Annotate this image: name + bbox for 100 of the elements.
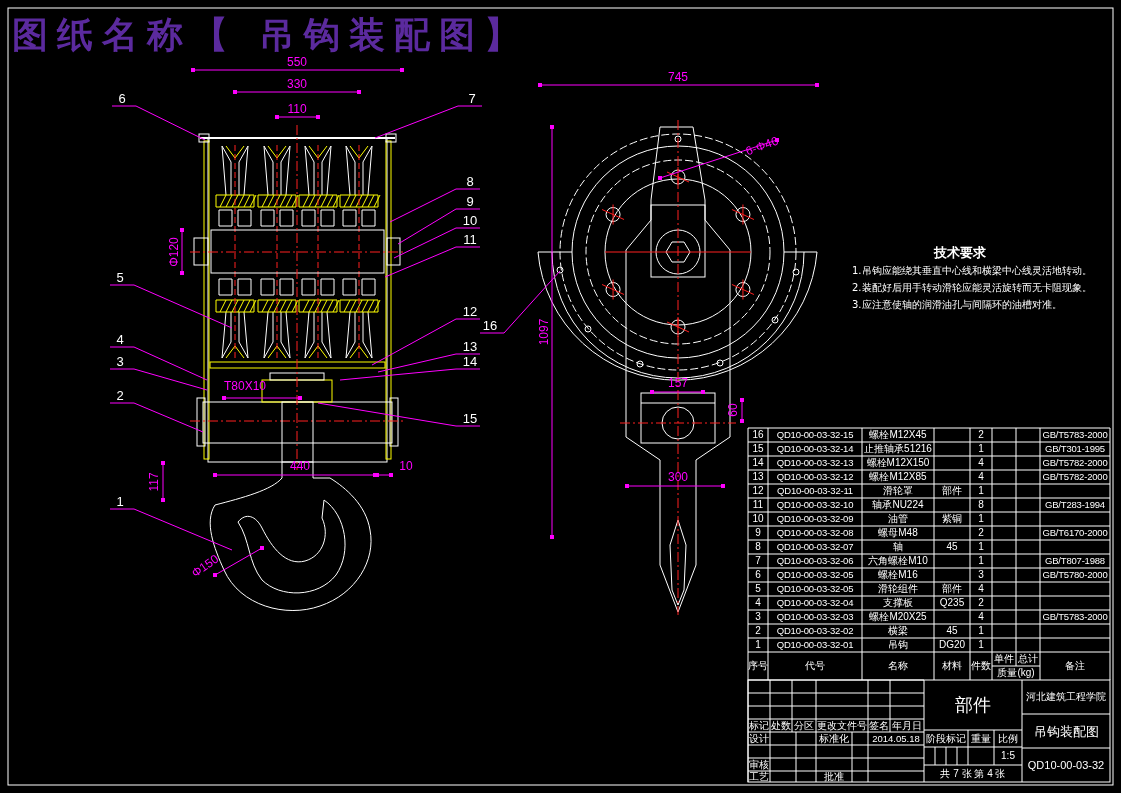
title-block-text: 更改文件号 — [816, 719, 868, 732]
table-cell-text: 螺栓M16 — [877, 568, 919, 582]
table-cell-text: QD10-00-03-32-09 — [775, 512, 855, 526]
table-cell-text: QD10-00-03-32-06 — [775, 554, 855, 568]
table-header: 件数 — [970, 659, 992, 673]
leader-line — [389, 188, 481, 223]
note-text: 1.吊钩应能绕其垂直中心线和横梁中心线灵活地转动。 — [852, 266, 1092, 276]
table-cell-text: 7 — [754, 554, 762, 568]
table-cell-text: 45 — [945, 624, 959, 638]
dimension-text: 10 — [399, 460, 413, 472]
leader-line — [111, 105, 206, 141]
table-cell-text: 14 — [751, 456, 765, 470]
table-cell-text: GB/T5782-2000 — [1041, 470, 1109, 484]
callout-number: 3 — [110, 354, 130, 368]
table-cell-text: 油管 — [887, 512, 909, 526]
table-cell-text: QD10-00-03-32-10 — [775, 498, 855, 512]
table-cell-text: 螺栓M12X45 — [868, 428, 928, 442]
table-cell-text: 2 — [754, 624, 762, 638]
callout-number: 1 — [110, 494, 130, 508]
leader-line — [374, 105, 483, 139]
leader-line — [393, 227, 481, 259]
table-cell-text: 11 — [751, 498, 765, 512]
title-block-text: 标准化 — [818, 732, 850, 745]
title-block-text: 河北建筑工程学院 — [1025, 690, 1107, 704]
title-block-text: 批准 — [823, 771, 845, 782]
title-block-text: 签名 — [868, 719, 890, 732]
title-block-text: 比例 — [997, 731, 1019, 746]
title-block-text: 部件 — [954, 694, 992, 717]
title-block-text: 设计 — [748, 732, 770, 745]
dimension-text: Φ120 — [168, 237, 180, 267]
table-cell-text: 1 — [977, 624, 985, 638]
table-cell-text: 轴 — [892, 540, 904, 554]
table-cell-text: GB/T5780-2000 — [1041, 568, 1109, 582]
table-cell-text: 1 — [977, 554, 985, 568]
leader-line — [109, 284, 233, 329]
table-cell-text: GB/T5783-2000 — [1041, 428, 1109, 442]
table-cell-text: 紫铜 — [941, 512, 963, 526]
table-cell-text: 12 — [751, 484, 765, 498]
table-cell-text: 4 — [977, 610, 985, 624]
table-cell-text: 滑轮罩 — [882, 484, 914, 498]
table-cell-text: 横梁 — [887, 624, 909, 638]
leader-line — [317, 402, 481, 427]
table-cell-text: QD10-00-03-32-04 — [775, 596, 855, 610]
table-cell-text: 部件 — [941, 582, 963, 596]
dimension-text: 117 — [148, 472, 160, 492]
note-text: 3.应注意使轴的润滑油孔与间隔环的油槽对准。 — [852, 300, 1062, 310]
note-text: 2.装配好后用手转动滑轮应能灵活旋转而无卡阻现象。 — [852, 283, 1092, 293]
table-header: 序号 — [748, 659, 768, 673]
table-cell-text: 5 — [754, 582, 762, 596]
table-cell-text: QD10-00-03-32-11 — [776, 484, 854, 498]
title-block-text: 吊钩装配图 — [1032, 722, 1100, 741]
leader-line — [109, 508, 233, 551]
table-cell-text: 2 — [977, 596, 985, 610]
callout-number: 14 — [460, 354, 480, 368]
dimension-text: 440 — [290, 460, 310, 472]
table-cell-text: 45 — [945, 540, 959, 554]
callout-number: 13 — [460, 339, 480, 353]
table-cell-text: 1 — [977, 484, 985, 498]
table-cell-text: 4 — [977, 470, 985, 484]
table-cell-text: 10 — [751, 512, 765, 526]
leader-line — [397, 208, 481, 245]
table-header: 单件 — [993, 652, 1015, 666]
table-header: 代号 — [804, 659, 826, 673]
title-block-text: 2014.05.18 — [871, 732, 921, 745]
leader-line — [371, 318, 481, 366]
table-cell-text: 9 — [754, 526, 762, 540]
dimension-text: 550 — [287, 56, 307, 68]
table-cell-text: DG20 — [937, 638, 967, 652]
table-cell-text: GB/T301-1995 — [1044, 442, 1106, 456]
table-cell-text: QD10-00-03-32-12 — [775, 470, 855, 484]
table-cell-text: 2 — [977, 428, 985, 442]
table-cell-text: QD10-00-03-32-14 — [775, 442, 855, 456]
callout-number: 5 — [110, 270, 130, 284]
leader-line — [377, 353, 481, 373]
table-cell-text: 4 — [754, 596, 762, 610]
dimension-text: 110 — [287, 103, 307, 115]
table-cell-text: GB/T807-1988 — [1044, 554, 1106, 568]
table-cell-text: QD10-00-03-32-03 — [775, 610, 855, 624]
title-block-text: 分区 — [793, 719, 815, 732]
drawing-title: 图纸名称【 吊钩装配图】 — [12, 16, 529, 52]
table-cell-text: 6 — [754, 568, 762, 582]
dimension-text: T80X10 — [224, 380, 266, 392]
leader-line — [109, 346, 208, 381]
callout-number: 6 — [112, 91, 132, 105]
callout-number: 10 — [460, 213, 480, 227]
table-cell-text: 1 — [977, 512, 985, 526]
table-cell-text: QD10-00-03-32-02 — [775, 624, 855, 638]
dimension-text: 60 — [727, 403, 739, 417]
dimension-text: 300 — [668, 471, 688, 483]
table-cell-text: 部件 — [941, 484, 963, 498]
callout-number: 4 — [110, 332, 130, 346]
leader-line — [479, 270, 561, 334]
title-block-text: 阶段标记 — [925, 731, 967, 746]
table-header: 备注 — [1064, 659, 1086, 673]
dimension-text: 1097 — [538, 318, 550, 346]
table-header: 质量(kg) — [996, 666, 1036, 680]
title-block-text: 年月日 — [891, 719, 923, 732]
table-cell-text: 4 — [977, 456, 985, 470]
title-block-text: 重量 — [970, 731, 992, 746]
callout-number: 9 — [460, 194, 480, 208]
